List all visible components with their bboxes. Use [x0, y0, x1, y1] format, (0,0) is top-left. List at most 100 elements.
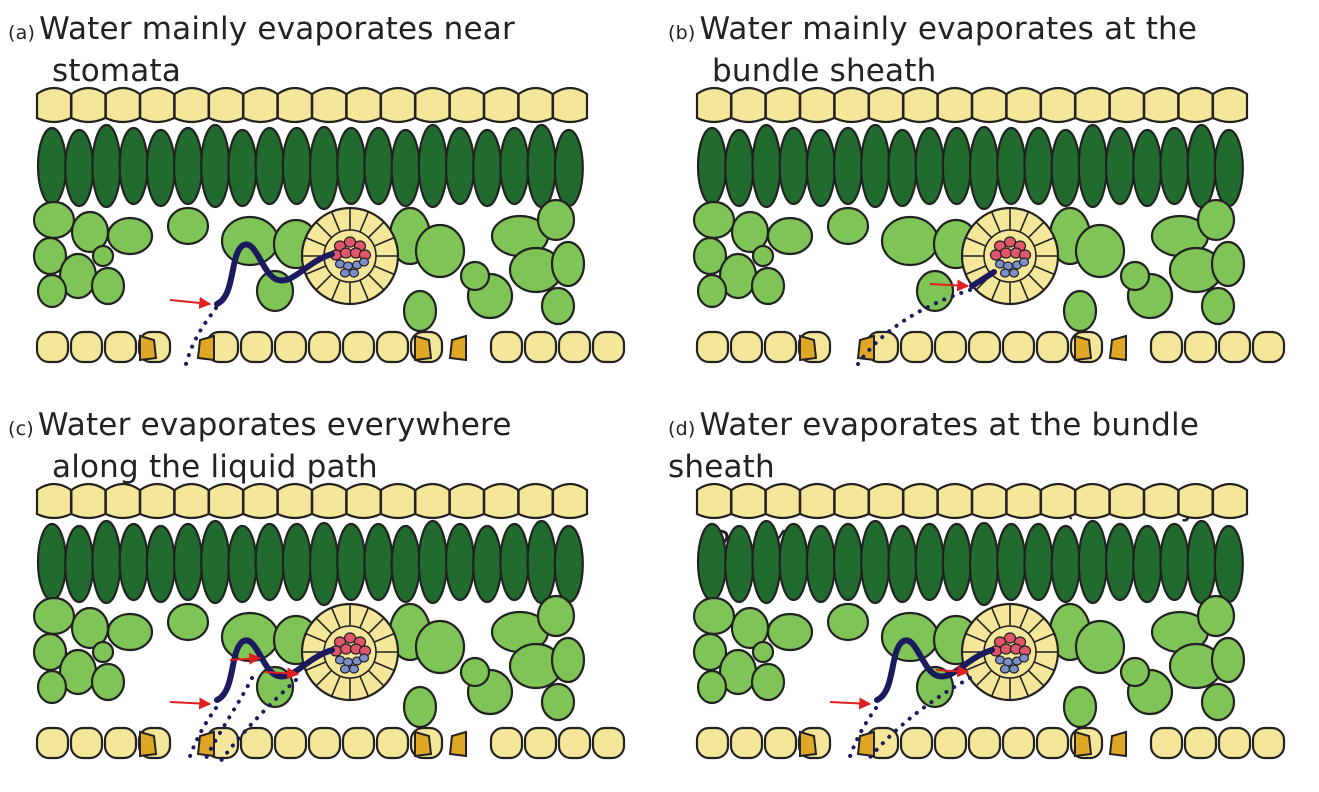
upper-epidermis-cell — [1007, 88, 1041, 122]
upper-epidermis-cell — [903, 88, 937, 122]
lower-epidermis-cell — [1253, 728, 1284, 758]
upper-epidermis-cell — [415, 484, 449, 518]
upper-epidermis-cell — [938, 88, 972, 122]
caption-line-1: Water evaporates everywhere — [38, 407, 512, 443]
palisade-cell — [752, 125, 780, 207]
lower-epidermis-cell — [37, 728, 68, 758]
spongy-cell — [108, 614, 152, 650]
upper-epidermis-cell — [415, 88, 449, 122]
spongy-cell — [416, 225, 464, 277]
leaf-diagram — [660, 86, 1300, 386]
spongy-cell — [552, 242, 584, 286]
palisade-cell — [861, 125, 889, 207]
xylem-cell — [345, 237, 356, 247]
palisade-cell — [337, 128, 365, 204]
spongy-cell — [1121, 262, 1149, 290]
panel-d: (d)Water evaporates at the bundle sheath… — [660, 396, 1310, 792]
guard-cell — [450, 732, 466, 756]
spongy-cell — [34, 202, 74, 238]
palisade-cell — [337, 524, 365, 600]
phloem-cell — [1020, 654, 1029, 662]
guard-cell — [858, 336, 874, 360]
lower-epidermis-cell — [1151, 728, 1182, 758]
spongy-cell — [917, 271, 953, 311]
upper-epidermis-cell — [1007, 484, 1041, 518]
lower-epidermis-cell — [901, 728, 932, 758]
lower-epidermis-cell — [765, 332, 796, 362]
lower-epidermis-cell — [491, 728, 522, 758]
palisade-cell — [943, 128, 971, 204]
spongy-cell — [168, 604, 208, 640]
lower-epidermis-cell — [593, 728, 624, 758]
lower-epidermis-cell — [491, 332, 522, 362]
palisade-cell — [473, 526, 501, 602]
spongy-cell — [1076, 621, 1124, 673]
lower-epidermis — [37, 728, 624, 758]
guard-cell — [858, 732, 874, 756]
upper-epidermis-cell — [312, 88, 346, 122]
palisade-cell — [283, 524, 311, 600]
spongy-cell — [1121, 658, 1149, 686]
spongy-cell — [1198, 200, 1234, 240]
palisade-cell — [473, 130, 501, 206]
lower-epidermis-cell — [1003, 728, 1034, 758]
lower-epidermis-cell — [377, 332, 408, 362]
upper-epidermis-cell — [1041, 484, 1075, 518]
upper-epidermis-cell — [484, 88, 518, 122]
phloem-cell — [350, 665, 359, 673]
upper-epidermis — [697, 484, 1247, 518]
panel-a: (a)Water mainly evaporates near stomata — [0, 0, 650, 396]
upper-epidermis-cell — [1179, 88, 1213, 122]
palisade-cell — [555, 526, 583, 602]
palisade-cell — [1106, 128, 1134, 204]
upper-epidermis-cell — [697, 484, 731, 518]
palisade-cell — [1024, 524, 1052, 600]
upper-epidermis-cell — [71, 88, 105, 122]
spongy-cell — [1064, 291, 1096, 331]
palisade-cell — [807, 526, 835, 602]
palisade-cell — [997, 524, 1025, 600]
palisade-cell — [283, 128, 311, 204]
upper-epidermis-cell — [1041, 88, 1075, 122]
vascular-bundle — [302, 604, 398, 700]
upper-epidermis-cell — [278, 484, 312, 518]
upper-epidermis-cell — [209, 484, 243, 518]
upper-epidermis-cell — [800, 484, 834, 518]
spongy-cell — [1198, 596, 1234, 636]
lower-epidermis-cell — [1037, 332, 1068, 362]
upper-epidermis-cell — [243, 88, 277, 122]
evaporation-arrow — [170, 702, 210, 704]
palisade-cell — [888, 526, 916, 602]
palisade-cell — [201, 125, 229, 207]
upper-epidermis-cell — [766, 484, 800, 518]
spongy-cell — [753, 246, 773, 266]
spongy-cell — [404, 291, 436, 331]
lower-epidermis — [37, 332, 624, 362]
lower-epidermis-cell — [969, 332, 1000, 362]
leaf-cross-section — [0, 482, 640, 782]
guard-cell — [800, 336, 816, 360]
spongy-cell — [34, 598, 74, 634]
upper-epidermis-cell — [869, 484, 903, 518]
palisade-cell — [500, 524, 528, 600]
palisade-cell — [970, 127, 998, 209]
palisade-cell — [1133, 526, 1161, 602]
palisade-cell — [528, 521, 556, 603]
lower-epidermis-cell — [1185, 332, 1216, 362]
palisade-cell — [92, 521, 120, 603]
panel-a-caption: (a)Water mainly evaporates near stomata — [8, 10, 648, 90]
spongy-cell — [1202, 684, 1234, 720]
vascular-bundle — [302, 208, 398, 304]
spongy-cell — [1202, 288, 1234, 324]
vascular-bundle — [962, 208, 1058, 304]
palisade-cell — [65, 130, 93, 206]
palisade-layer — [38, 521, 583, 605]
phloem-cell — [350, 269, 359, 277]
caption-line-2: bundle sheath — [668, 52, 1308, 90]
upper-epidermis-cell — [800, 88, 834, 122]
upper-epidermis — [697, 88, 1247, 122]
upper-epidermis-cell — [869, 88, 903, 122]
lower-epidermis-cell — [901, 332, 932, 362]
phloem-cell — [341, 665, 350, 673]
guard-cell — [450, 336, 466, 360]
